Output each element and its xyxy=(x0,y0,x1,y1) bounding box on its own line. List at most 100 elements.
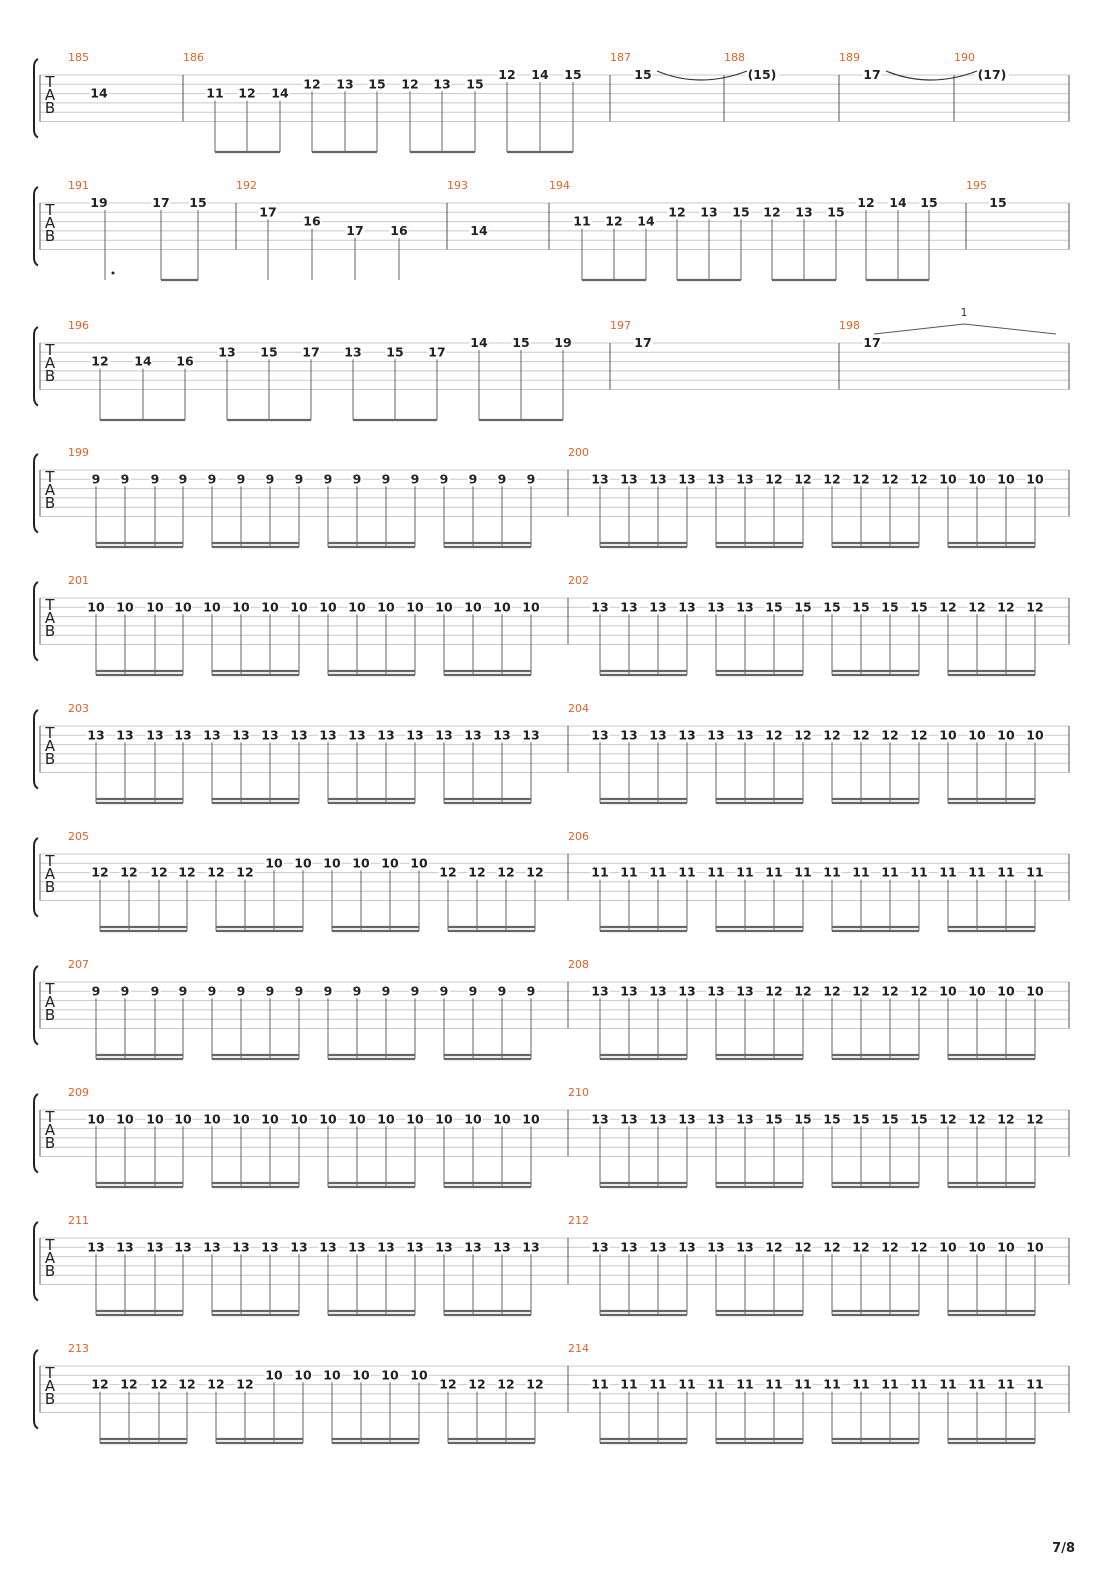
fret-number: 15 xyxy=(852,599,869,614)
measure-number: 211 xyxy=(68,1214,89,1227)
fret-bg xyxy=(173,1240,193,1254)
fret-bg xyxy=(206,1377,226,1391)
fret-bg xyxy=(409,984,421,998)
fret-number: 13 xyxy=(261,727,278,742)
fret-number: 13 xyxy=(707,727,724,742)
fret-number: 10 xyxy=(381,1367,399,1382)
fret-number: 11 xyxy=(997,865,1014,880)
fret-bg xyxy=(553,336,573,349)
fret-bg xyxy=(793,984,813,998)
fret-number: 12 xyxy=(852,727,869,742)
fret-number: 10 xyxy=(265,1367,283,1382)
fret-number: 13 xyxy=(377,1239,394,1254)
fret-bg xyxy=(648,1240,668,1254)
tab-clef-letter-t: T xyxy=(44,852,55,870)
fret-number: 12 xyxy=(823,471,840,486)
fret-number: 17 xyxy=(302,344,319,359)
fret-number: 12 xyxy=(852,983,869,998)
fret-bg xyxy=(293,856,313,870)
fret-number: 9 xyxy=(353,983,362,998)
fret-number: 12 xyxy=(939,1111,956,1126)
fret-number: 13 xyxy=(336,76,353,91)
fret-number: 13 xyxy=(146,727,163,742)
fret-number: 11 xyxy=(881,865,898,880)
fret-bg xyxy=(463,600,483,614)
fret-number: 9 xyxy=(295,983,304,998)
fret-bg xyxy=(347,600,367,614)
fret-number: 13 xyxy=(736,983,753,998)
fret-bg xyxy=(619,600,639,614)
fret-number: 10 xyxy=(939,983,957,998)
measure-number: 187 xyxy=(610,51,631,64)
fret-number: 13 xyxy=(464,727,481,742)
measure-number: 204 xyxy=(568,702,589,715)
fret-number: 13 xyxy=(707,1111,724,1126)
fret-bg xyxy=(735,865,755,879)
fret-number: 12 xyxy=(765,471,782,486)
fret-number: 13 xyxy=(203,1239,220,1254)
tab-clef-letter-t: T xyxy=(44,73,55,91)
fret-bg xyxy=(119,472,131,486)
fret-number: 13 xyxy=(203,727,220,742)
fret-bg xyxy=(322,856,342,870)
fret-number: 14 xyxy=(90,86,108,101)
fret-bg xyxy=(89,196,109,209)
fret-number: 12 xyxy=(150,865,167,880)
fret-bg xyxy=(258,205,278,219)
fret-bg xyxy=(385,345,405,359)
fret-number: 15 xyxy=(823,1111,840,1126)
fret-bg xyxy=(677,1112,697,1126)
fret-bg xyxy=(173,600,193,614)
fret-number: 9 xyxy=(382,471,391,486)
fret-number: 13 xyxy=(678,599,695,614)
fret-number: 13 xyxy=(433,76,450,91)
fret-bg xyxy=(380,472,392,486)
fret-number: 9 xyxy=(237,983,246,998)
fret-number: 12 xyxy=(236,865,253,880)
fret-number: 11 xyxy=(997,1377,1014,1392)
measure-number: 197 xyxy=(610,319,631,332)
fret-number: 13 xyxy=(319,727,336,742)
fret-number: 15 xyxy=(989,195,1006,210)
fret-number: 9 xyxy=(411,471,420,486)
page-number-text: 7/8 xyxy=(1052,1541,1075,1556)
fret-bg xyxy=(367,77,387,91)
fret-number: 13 xyxy=(707,1239,724,1254)
tab-clef-letter-t: T xyxy=(44,468,55,486)
tab-staff-9 xyxy=(33,1093,1070,1174)
fret-number: 12 xyxy=(881,983,898,998)
fret-bg xyxy=(260,600,280,614)
fret-number: 10 xyxy=(290,599,308,614)
fret-bg xyxy=(525,1377,545,1391)
fret-bg xyxy=(909,472,929,486)
fret-number: 9 xyxy=(411,983,420,998)
fret-number: 17 xyxy=(863,67,880,82)
fret-bg xyxy=(590,1112,610,1126)
fret-number: 13 xyxy=(649,727,666,742)
tab-clef-letter-t: T xyxy=(44,341,55,359)
fret-number: 10 xyxy=(174,599,192,614)
fret-bg xyxy=(301,345,321,359)
tab-clef-letter-b: B xyxy=(45,1006,55,1024)
fret-bg xyxy=(677,984,697,998)
fret-bg xyxy=(735,984,755,998)
fret-number: 11 xyxy=(1026,1377,1043,1392)
fret-number: 9 xyxy=(382,983,391,998)
fret-bg xyxy=(706,865,726,879)
fret-bg xyxy=(590,728,610,742)
fret-number: 9 xyxy=(295,471,304,486)
fret-number: 9 xyxy=(121,983,130,998)
fret-number: 12 xyxy=(120,1377,137,1392)
fret-number: 13 xyxy=(620,599,637,614)
fret-bg xyxy=(735,472,755,486)
fret-number: 9 xyxy=(237,471,246,486)
tie-arc xyxy=(656,70,748,81)
fret-bg xyxy=(822,472,842,486)
fret-bg xyxy=(988,196,1008,209)
fret-bg xyxy=(322,472,334,486)
tab-clef-letter-a: A xyxy=(45,354,56,372)
fret-number: 10 xyxy=(968,727,986,742)
fret-bg xyxy=(822,728,842,742)
fret-bg xyxy=(400,77,420,91)
fret-bg xyxy=(938,472,958,486)
